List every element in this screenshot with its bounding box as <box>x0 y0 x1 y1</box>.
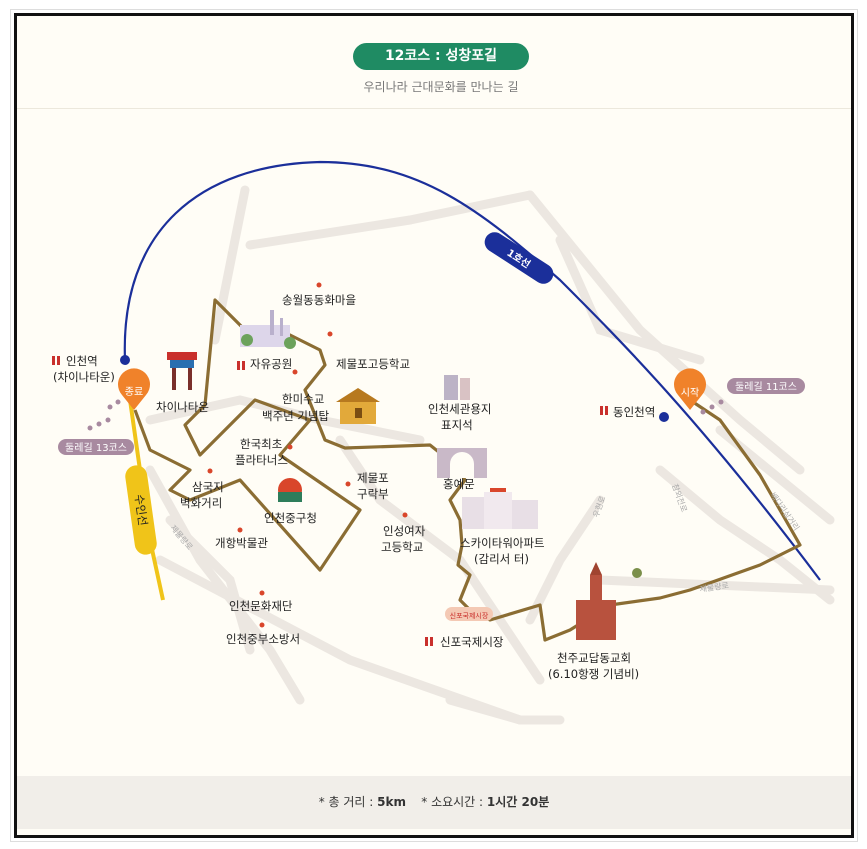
place-platanus-2: 플라타너스 <box>235 453 288 467</box>
market-sign-icon: 신포국제시장 <box>445 607 493 621</box>
place-customs-2: 표지석 <box>441 418 473 432</box>
place-sinpo-market[interactable]: 신포국제시장 <box>440 635 504 649</box>
dongincheon-station-dot <box>659 412 669 422</box>
connector-dots-next <box>700 399 724 415</box>
start-marker[interactable]: 시작 <box>673 368 706 410</box>
distance-value: 5km <box>377 795 406 809</box>
place-inseong-hs-2: 고등학교 <box>381 540 423 554</box>
place-skytower-2: (감리서 터) <box>474 552 529 566</box>
road-label: 우현로 <box>591 495 607 519</box>
course-title: 12코스 : 성창포길 <box>353 43 529 70</box>
place-freedom-park[interactable]: 자유공원 <box>250 357 292 371</box>
market-sign-text: 신포국제시장 <box>450 611 489 620</box>
course-info-text: * 총 거리 : 5km * 소요시간 : 1시간 20분 <box>17 793 851 810</box>
restroom-icon <box>237 361 245 370</box>
place-fire-station[interactable]: 인천중부소방서 <box>226 632 300 646</box>
road-label: 제물량로 <box>699 580 730 594</box>
start-marker-label: 시작 <box>681 387 699 399</box>
prev-course-link[interactable]: 둘레길 13코스 <box>58 439 134 455</box>
hongyemun-gate-icon <box>437 448 487 478</box>
place-customs-1[interactable]: 인천세관용지 <box>428 402 491 416</box>
incheon-station-sublabel: (차이나타운) <box>53 370 115 384</box>
place-skytower-1[interactable]: 스카이타워아파트 <box>460 536 545 550</box>
place-cathedral-2: (6.10항쟁 기념비) <box>548 667 639 681</box>
course-info-footer: * 총 거리 : 5km * 소요시간 : 1시간 20분 <box>17 776 851 829</box>
place-songwol[interactable]: 송월동동화마을 <box>282 293 356 307</box>
place-junggu-office[interactable]: 인천중구청 <box>264 511 317 525</box>
cathedral-icon <box>576 562 642 640</box>
course-subtitle: 우리나라 근대문화를 만나는 길 <box>363 80 519 94</box>
dongincheon-station-label[interactable]: 동인천역 <box>613 405 655 419</box>
place-cathedral-1[interactable]: 천주교답동교회 <box>557 651 631 665</box>
customs-marker-icon <box>444 375 470 400</box>
header-divider <box>17 108 851 109</box>
suin-line-label: 수인선 <box>132 493 150 526</box>
subway-line-1 <box>123 160 821 581</box>
restroom-icon <box>425 637 433 646</box>
place-centennial-2: 백주년 기념탑 <box>262 409 330 423</box>
freedom-park-icon <box>240 310 296 349</box>
time-label: * 소요시간 : <box>421 795 484 809</box>
place-platanus-1[interactable]: 한국최초 <box>240 437 282 451</box>
prev-course-label: 둘레길 13코스 <box>65 441 127 454</box>
chinatown-gate-icon <box>167 352 197 390</box>
skytower-apartment-icon <box>462 488 538 529</box>
place-chinatown[interactable]: 차이나타운 <box>156 400 209 414</box>
place-jemulpo-club-1[interactable]: 제물포 <box>357 471 389 485</box>
line-1-badge: 1호선 <box>484 232 554 284</box>
place-jemulpo-hs[interactable]: 제물포고등학교 <box>336 357 410 371</box>
time-value: 1시간 20분 <box>486 795 550 809</box>
place-hongyemun[interactable]: 홍예문 <box>443 477 475 491</box>
centennial-tower-icon <box>336 388 380 424</box>
incheon-station-label[interactable]: 인천역 <box>66 354 98 368</box>
place-culture-foundation[interactable]: 인천문화재단 <box>229 599 293 613</box>
place-jemulpo-club-2: 구락부 <box>357 487 389 501</box>
suin-line-badge: 수인선 <box>125 465 157 555</box>
incheon-station-dot <box>120 355 130 365</box>
poi-dots <box>207 282 408 628</box>
junggu-office-icon <box>278 478 302 502</box>
end-marker[interactable]: 종료 <box>118 368 150 410</box>
place-port-museum[interactable]: 개항박물관 <box>215 536 268 550</box>
restroom-icon <box>600 406 608 415</box>
distance-label: * 총 거리 : <box>318 795 374 809</box>
place-centennial-1[interactable]: 한미수교 <box>282 392 324 406</box>
map-frame <box>14 13 854 838</box>
next-course-label: 둘레길 11코스 <box>735 380 797 393</box>
end-marker-label: 종료 <box>125 386 143 398</box>
place-samgukji-1[interactable]: 삼국지 <box>192 480 224 494</box>
place-samgukji-2: 벽화거리 <box>180 496 222 510</box>
connector-dots-prev <box>87 399 121 431</box>
restroom-icon <box>52 356 60 365</box>
place-inseong-hs-1[interactable]: 인성여자 <box>383 524 426 538</box>
next-course-link[interactable]: 둘레길 11코스 <box>727 378 805 394</box>
